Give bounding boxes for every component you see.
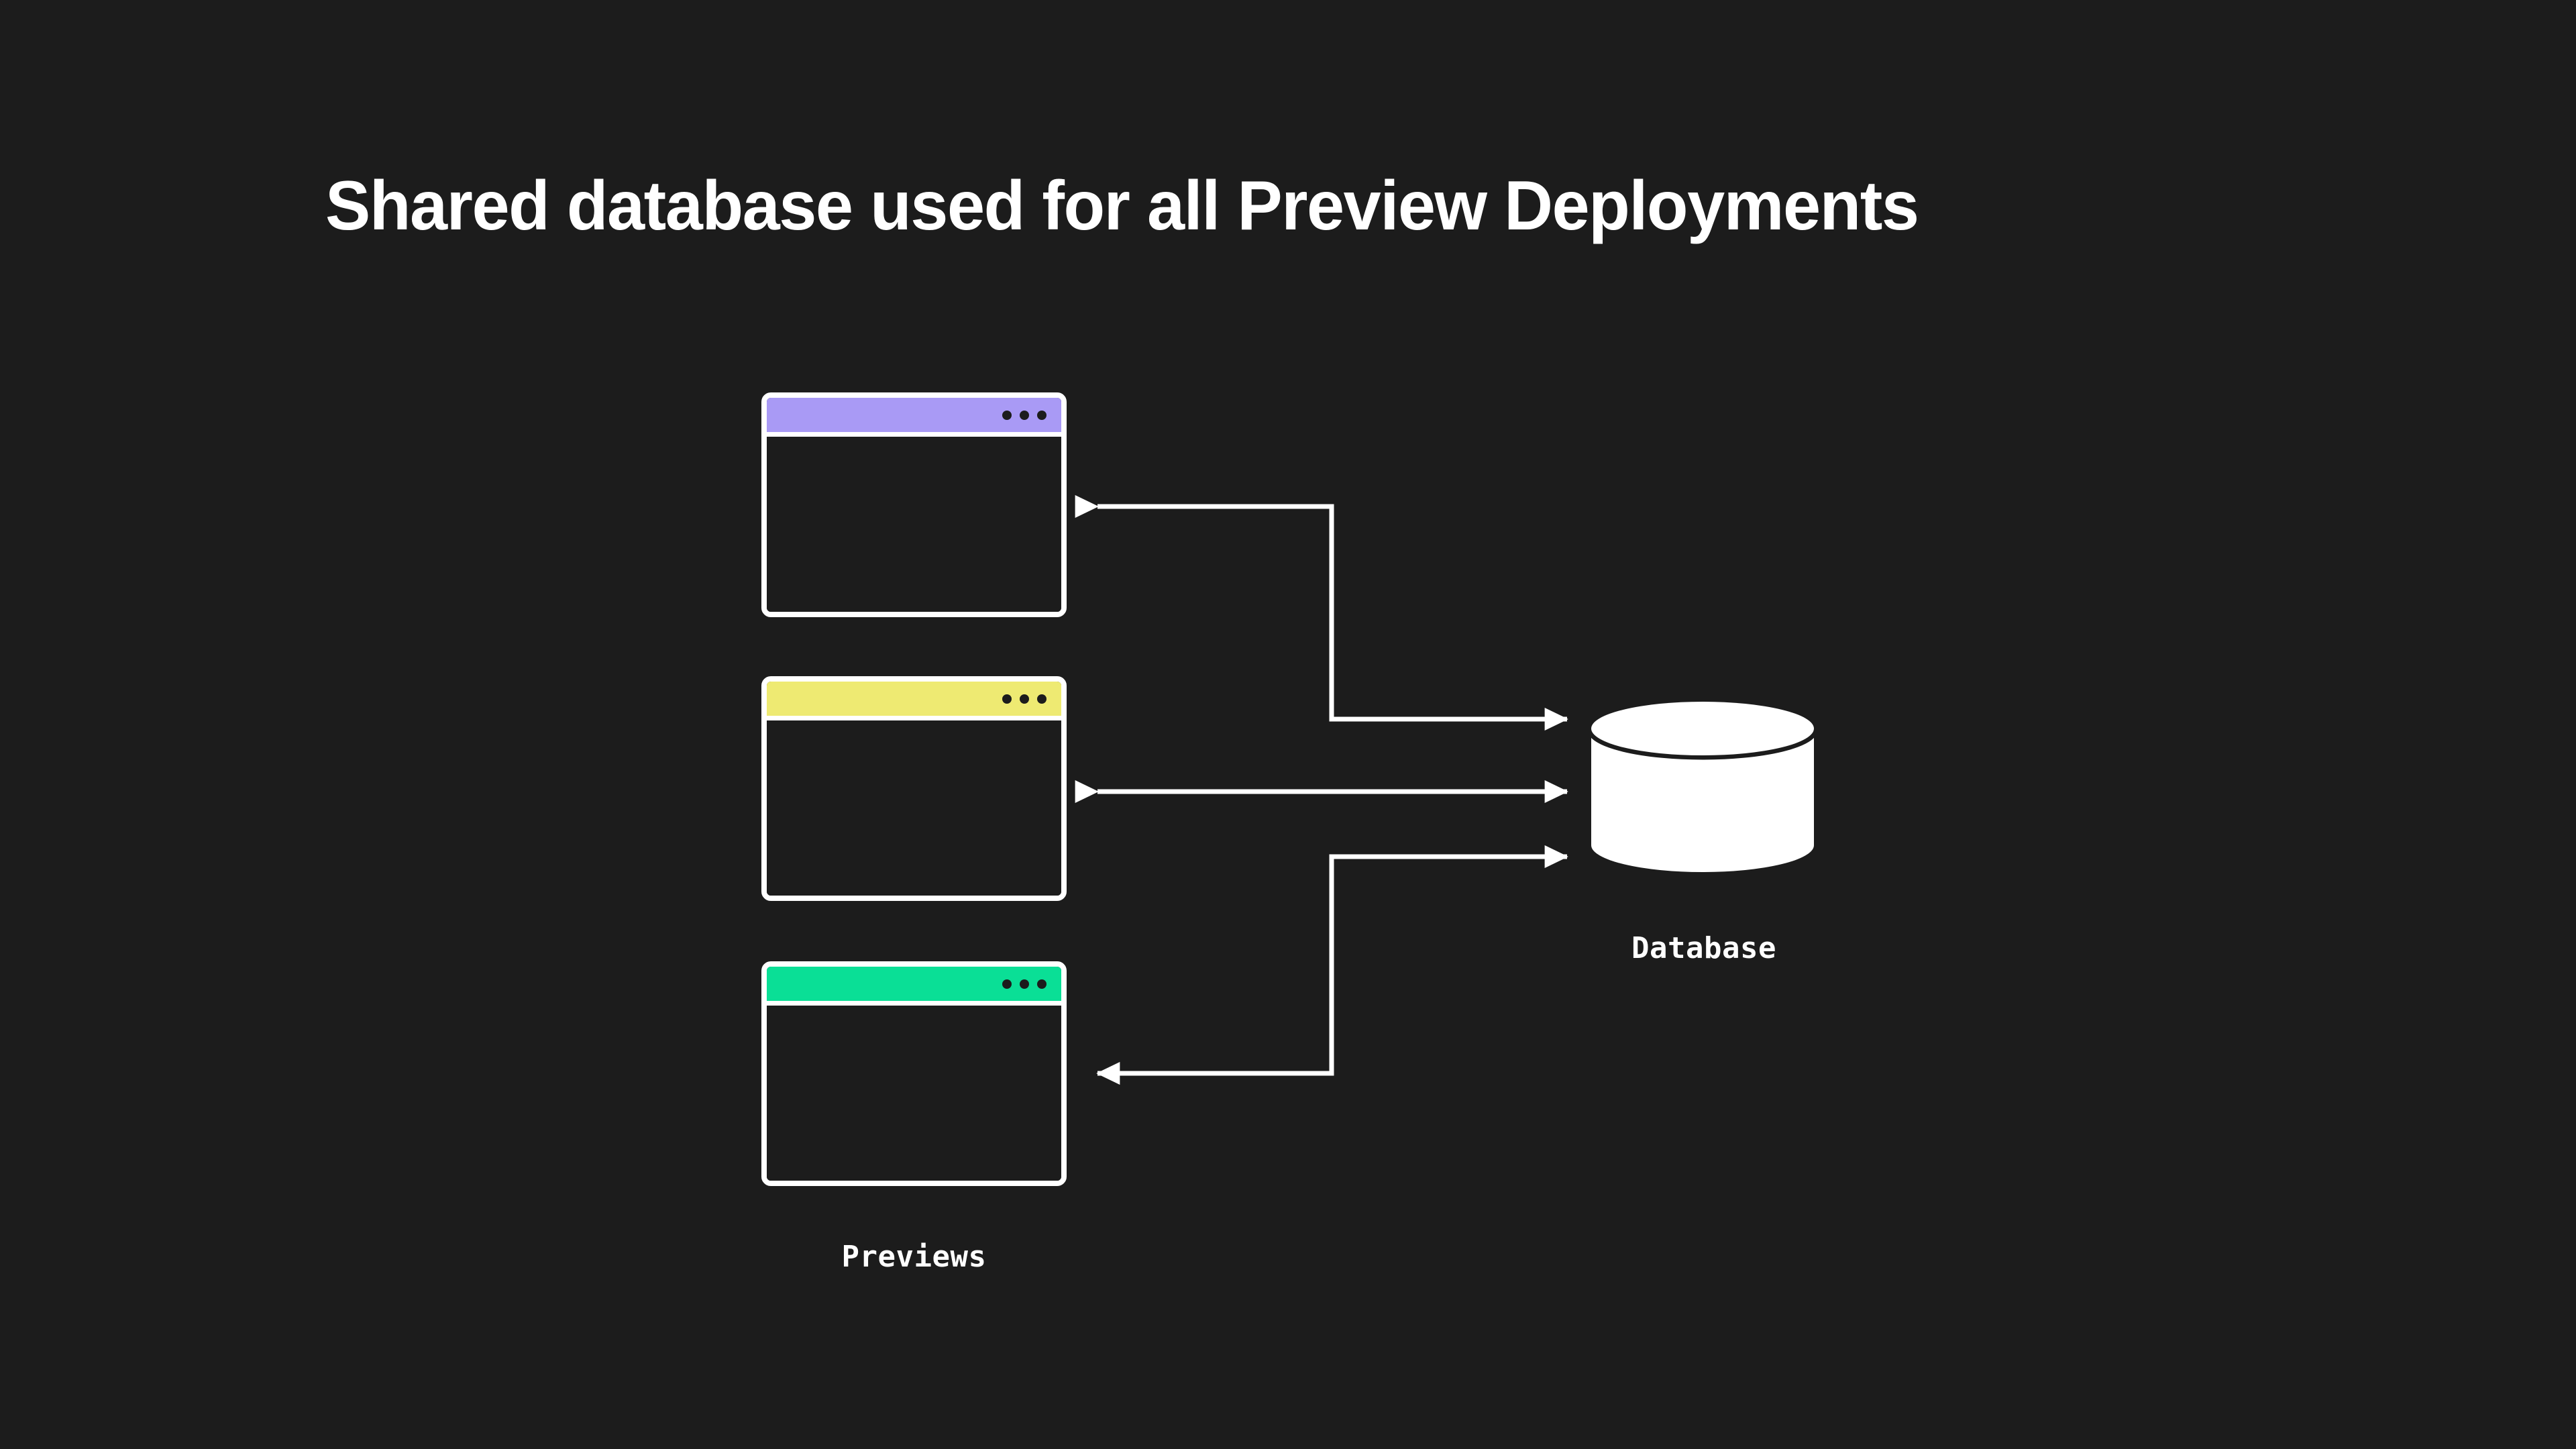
window-controls-purple: [1002, 410, 1046, 420]
connector-purple-database: [1075, 495, 1568, 731]
previews-label: Previews: [841, 1240, 987, 1274]
window-dot-icon: [1037, 410, 1046, 420]
connector-green-database: [1096, 845, 1568, 1085]
window-dot-icon: [1020, 979, 1029, 989]
window-dot-icon: [1002, 979, 1012, 989]
window-body-yellow: [767, 720, 1061, 896]
preview-window-yellow[interactable]: [761, 676, 1067, 901]
preview-window-purple[interactable]: [761, 392, 1067, 617]
window-titlebar-purple: [767, 398, 1061, 437]
window-dot-icon: [1002, 694, 1012, 704]
window-dot-icon: [1037, 694, 1046, 704]
database-label: Database: [1631, 931, 1776, 965]
window-body-green: [767, 1006, 1061, 1181]
window-controls-green: [1002, 979, 1046, 989]
window-controls-yellow: [1002, 694, 1046, 704]
preview-window-green[interactable]: [761, 961, 1067, 1186]
window-titlebar-yellow: [767, 682, 1061, 720]
window-dot-icon: [1002, 410, 1012, 420]
window-dot-icon: [1037, 979, 1046, 989]
window-titlebar-green: [767, 967, 1061, 1006]
window-body-purple: [767, 437, 1061, 612]
window-dot-icon: [1020, 410, 1029, 420]
page-title: Shared database used for all Preview Dep…: [325, 167, 1919, 245]
window-dot-icon: [1020, 694, 1029, 704]
database-cylinder-icon: [1590, 702, 1815, 872]
